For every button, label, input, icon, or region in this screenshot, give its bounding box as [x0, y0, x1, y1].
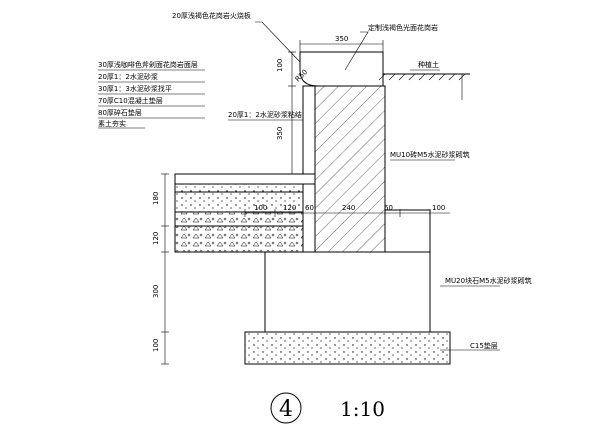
label-layer-1: 30厚浅咖啡色斧剁面花岗岩面层 — [98, 60, 198, 69]
label-c15-layer: C15垫层 — [470, 341, 498, 350]
annotation-labels: 20厚浅褐色花岗岩火烧板 定制浅褐色光面花岗岩 种植土 30厚浅咖啡色斧剁面花岗… — [98, 11, 532, 350]
dim-h-60b: 60 — [384, 204, 393, 212]
scale-label: 1:10 — [340, 397, 385, 421]
stone-base — [264, 251, 431, 333]
soil-layer — [174, 225, 304, 253]
label-top-panel: 20厚浅褐色花岗岩火烧板 — [172, 11, 251, 20]
coping-stone — [299, 51, 384, 87]
structure — [174, 51, 470, 365]
detail-number: 4 — [279, 397, 293, 422]
label-layer-2: 20厚1：2水泥砂浆 — [98, 72, 158, 81]
dim-coping-height: 100 — [276, 59, 284, 72]
step-block — [384, 209, 431, 253]
dim-v-300: 300 — [152, 285, 160, 298]
label-layer-3: 30厚1：3水泥砂浆找平 — [98, 84, 172, 93]
dim-v-100: 100 — [152, 339, 160, 352]
label-layer-5: 80厚碎石垫层 — [98, 108, 142, 117]
label-layer-6: 素土夯实 — [98, 119, 126, 128]
label-stone-base: MU20块石M5水泥砂浆砌筑 — [445, 276, 532, 285]
dim-h-100b: 100 — [432, 204, 445, 212]
drawing-title: 4 1:10 — [270, 392, 385, 424]
paving-surface — [174, 173, 316, 185]
dim-wall-height: 350 — [276, 127, 284, 140]
dimension-lines — [98, 21, 500, 365]
label-brick-wall: MU10砖M5水泥砂浆砌筑 — [390, 150, 470, 159]
label-coping: 定制浅褐色光面花岗岩 — [368, 23, 438, 32]
dim-v-180: 180 — [152, 192, 160, 205]
gravel-layer — [174, 211, 304, 227]
mortar-layer — [174, 183, 304, 193]
dim-v-120: 120 — [152, 232, 160, 245]
dim-h-60a: 60 — [305, 204, 314, 212]
dim-h-100a: 100 — [254, 204, 267, 212]
dim-top-width: 350 — [335, 35, 348, 43]
dim-h-240: 240 — [342, 204, 355, 212]
planting-soil-hatch — [378, 73, 466, 81]
brick-wall — [314, 85, 386, 257]
label-mortar-bond: 20厚1：2水泥砂浆粘结 — [228, 110, 302, 119]
wall-facing — [302, 85, 316, 175]
c15-layer — [244, 331, 451, 365]
label-layer-4: 70厚C10混凝土垫层 — [98, 96, 163, 105]
dim-h-120a: 120 — [283, 204, 296, 212]
detail-number-circle — [270, 392, 302, 424]
label-planting-soil: 种植土 — [418, 60, 439, 69]
